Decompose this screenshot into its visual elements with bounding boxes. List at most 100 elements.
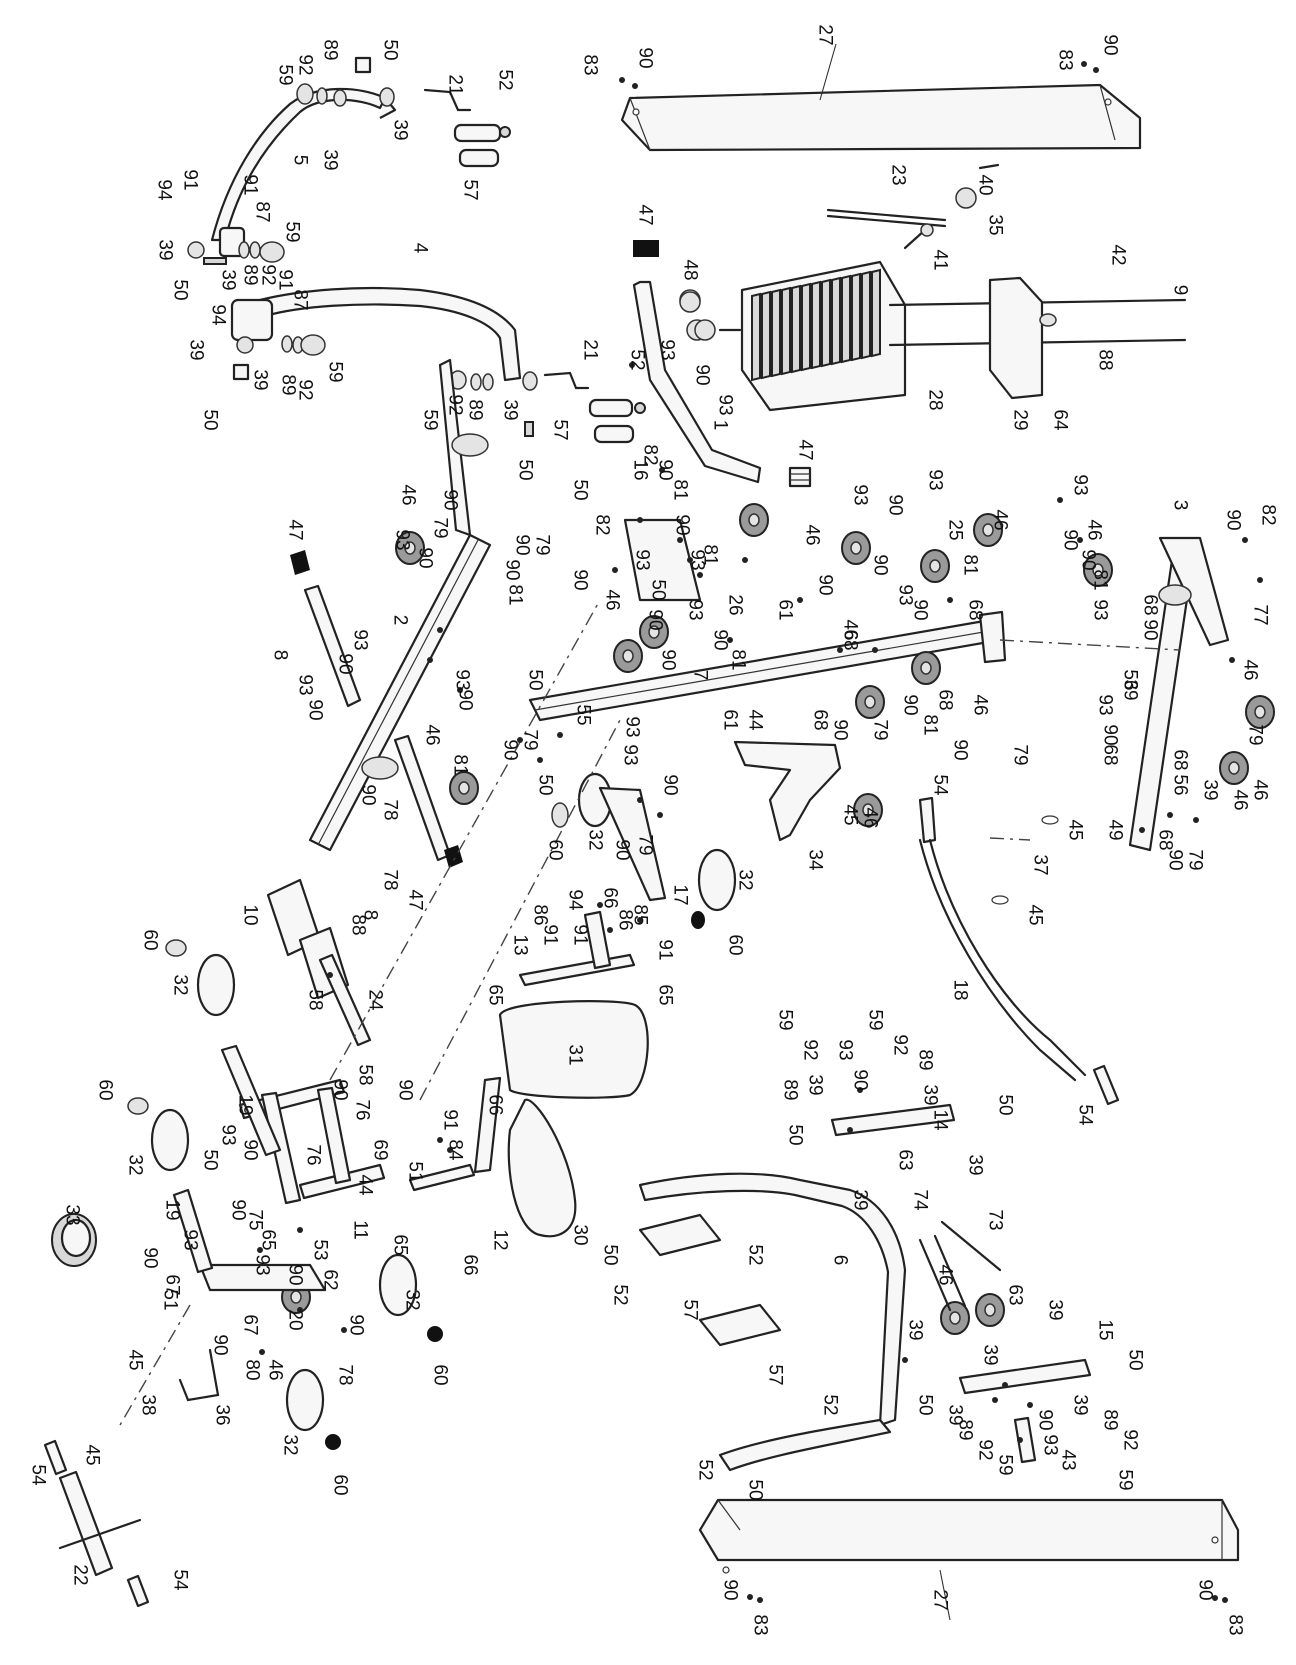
callout-label: 90 xyxy=(850,1069,871,1090)
callout-label: 50 xyxy=(525,669,546,690)
callout-label: 20 xyxy=(285,1309,306,1330)
callout-label: 60 xyxy=(330,1474,351,1495)
callout-label: 90 xyxy=(512,534,533,555)
weight-plate xyxy=(791,284,801,374)
callout-label: 67 xyxy=(240,1314,261,1335)
callout-label: 78 xyxy=(380,799,401,820)
callout-label: 47 xyxy=(635,204,656,225)
callout-label: 45 xyxy=(1065,819,1086,840)
callout-label: 50 xyxy=(600,1244,621,1265)
callout-label: 59 xyxy=(1115,1469,1136,1490)
pulley-hub xyxy=(458,781,470,795)
part-29-top-plate xyxy=(988,276,1044,400)
callout-label: 92 xyxy=(975,1439,996,1460)
callout-label: 83 xyxy=(1055,49,1076,70)
callout-label: 50 xyxy=(535,774,556,795)
callout-label: 79 xyxy=(1245,724,1266,745)
foam-caps-60 xyxy=(127,802,705,1450)
callout-label: 79 xyxy=(520,729,541,750)
callout-label: 2 xyxy=(390,615,411,626)
part-34-handle xyxy=(733,740,842,842)
callout-label: 58 xyxy=(355,1064,376,1085)
callout-label: 61 xyxy=(775,599,796,620)
bolt xyxy=(637,797,643,803)
callout-label: 18 xyxy=(950,979,971,1000)
callout-label: 45 xyxy=(125,1349,146,1370)
bolts-and-nuts xyxy=(257,362,1263,1443)
callout-label: 90 xyxy=(612,839,633,860)
callout-label: 39 xyxy=(1045,1299,1066,1320)
callout-label: 7 xyxy=(690,670,711,681)
callout-label: 19 xyxy=(162,1199,183,1220)
part-20-lever xyxy=(198,1263,327,1292)
callout-label: 90 xyxy=(830,719,851,740)
callout-label: 93 xyxy=(895,584,916,605)
callout-label: 93 xyxy=(687,549,708,570)
callout-label: 57 xyxy=(680,1299,701,1320)
callout-label: 80 xyxy=(242,1359,263,1380)
bolt xyxy=(629,362,635,368)
callout-label: 90 xyxy=(910,599,931,620)
weight-plate xyxy=(821,278,831,368)
callout-label: 65 xyxy=(390,1234,411,1255)
callout-label: 31 xyxy=(565,1044,586,1065)
part-3-rear-frame xyxy=(1128,536,1230,852)
callout-label: 17 xyxy=(670,884,691,905)
callout-label: 59 xyxy=(865,1009,886,1030)
pulley-hub xyxy=(949,1311,961,1325)
callout-label: 64 xyxy=(1050,409,1071,431)
callout-label: 77 xyxy=(1250,604,1271,625)
callout-label: 39 xyxy=(945,1404,966,1425)
callout-label: 47 xyxy=(285,519,306,540)
callout-label: 45 xyxy=(1025,904,1046,925)
callout-label: 47 xyxy=(405,889,426,910)
callout-label: 46 xyxy=(1250,779,1271,800)
bolt xyxy=(259,1349,265,1355)
callout-label: 90 xyxy=(658,649,679,670)
callout-label: 60 xyxy=(725,934,746,955)
callout-label: 51 xyxy=(405,1161,426,1182)
callout-label: 13 xyxy=(510,934,531,955)
part-38-chain xyxy=(119,1304,191,1426)
callout-label: 90 xyxy=(500,739,521,760)
bolt xyxy=(742,557,748,563)
callout-label: 46 xyxy=(1240,659,1261,680)
callout-label: 89 xyxy=(915,1049,936,1070)
callout-label: 91 xyxy=(275,269,296,290)
bolt xyxy=(1257,577,1263,583)
pulley-hub xyxy=(1254,705,1266,719)
bolt xyxy=(1139,827,1145,833)
callout-label: 61 xyxy=(720,709,741,730)
callout-label: 92 xyxy=(295,54,316,75)
callout-label: 89 xyxy=(1100,1409,1121,1430)
callout-label: 60 xyxy=(545,839,566,860)
callout-label: 83 xyxy=(580,54,601,75)
callout-label: 90 xyxy=(1195,1579,1216,1600)
callout-label: 46 xyxy=(990,509,1011,530)
callout-label: 86 xyxy=(530,904,551,925)
pulley-hub xyxy=(648,625,660,639)
part-19-tubes xyxy=(172,1044,282,1274)
weight-plate xyxy=(841,274,851,364)
bolt xyxy=(457,687,463,693)
bolt xyxy=(687,557,693,563)
pulley-hub xyxy=(864,695,876,709)
callout-label: 39 xyxy=(250,369,271,390)
callout-label: 25 xyxy=(945,519,966,540)
bolt xyxy=(297,1227,303,1233)
part-24-tube xyxy=(318,953,372,1047)
callout-label: 21 xyxy=(580,339,601,360)
part-15-crossbar xyxy=(958,1358,1092,1395)
callout-label: 50 xyxy=(170,279,191,300)
callout-label: 32 xyxy=(402,1289,423,1310)
callout-label: 90 xyxy=(1223,509,1244,530)
callout-label: 54 xyxy=(1075,1104,1096,1126)
callout-label: 92 xyxy=(1120,1429,1141,1450)
callout-label: 90 xyxy=(635,47,656,68)
callout-label: 37 xyxy=(1030,854,1051,875)
callout-label: 52 xyxy=(610,1284,631,1305)
callout-label: 91 xyxy=(655,939,676,960)
callout-label: 39 xyxy=(218,269,239,290)
callout-label: 90 xyxy=(720,1579,741,1600)
